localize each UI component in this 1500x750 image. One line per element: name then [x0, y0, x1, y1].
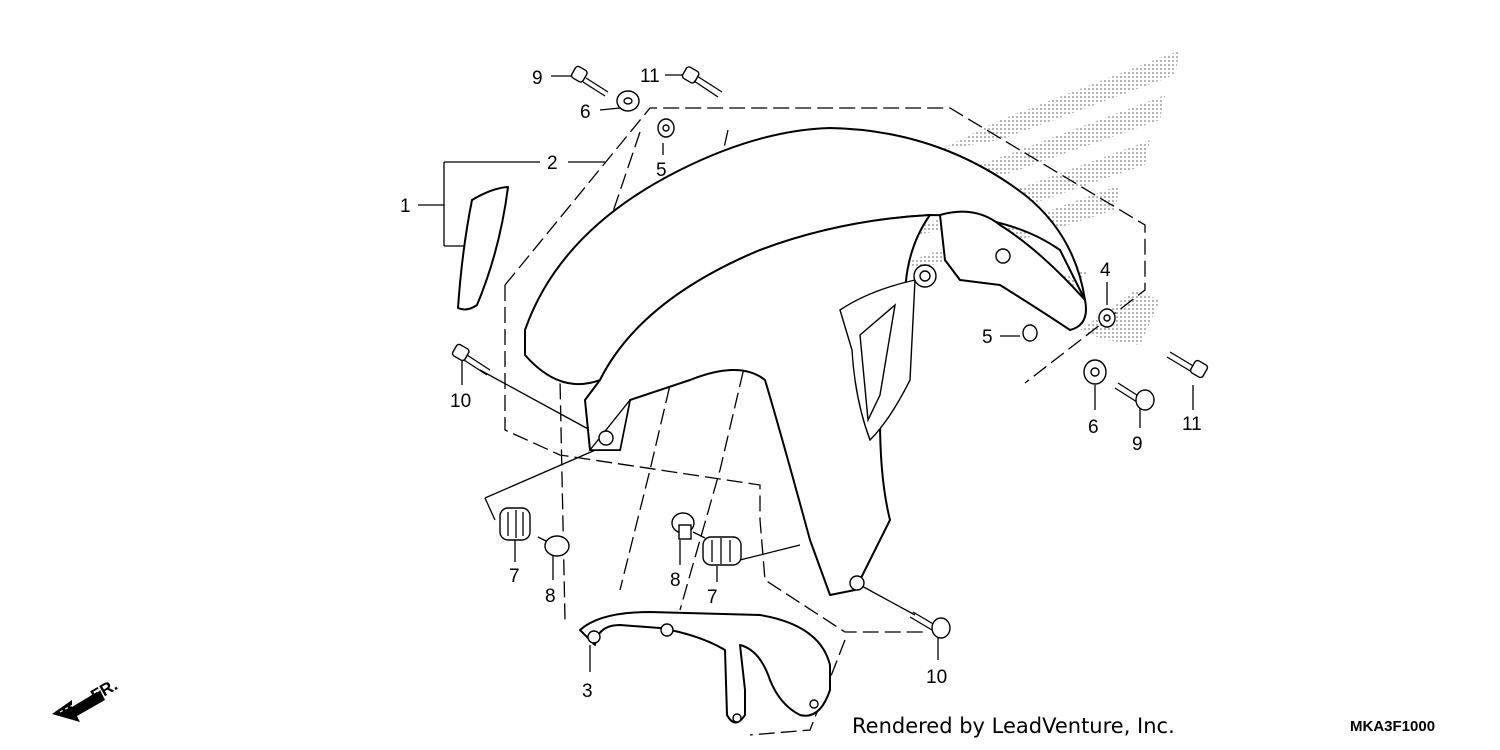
- callout-3: 3: [582, 681, 593, 702]
- washer-6-right: [1083, 359, 1107, 385]
- render-credit: Rendered by LeadVenture, Inc.: [852, 714, 1175, 738]
- grommet-7-left: [499, 507, 531, 541]
- callout-9-top: 9: [532, 68, 543, 89]
- bolt-9-left: [570, 65, 609, 97]
- front-fender: [524, 127, 1087, 596]
- assembly-outline: [504, 107, 1146, 736]
- callout-9-right: 9: [1132, 434, 1143, 455]
- callout-8-left: 8: [545, 586, 556, 607]
- leader-lines: [418, 74, 1194, 672]
- nut-5-right: [1022, 324, 1038, 342]
- nut-4-right: [1098, 308, 1116, 328]
- callout-11-top: 11: [640, 66, 660, 87]
- grommet-7-right: [702, 536, 742, 566]
- callout-7-left: 7: [509, 566, 520, 587]
- callout-6-right: 6: [1088, 417, 1099, 438]
- bolt-11-left: [681, 66, 723, 98]
- washer-6-left: [616, 90, 640, 112]
- callout-7-right: 7: [707, 587, 718, 608]
- part-3-fender-brace: [579, 611, 831, 724]
- bolt-10-right: [909, 611, 951, 639]
- callout-5-top: 5: [656, 160, 667, 181]
- collar-8-right: [671, 512, 706, 540]
- callout-4: 4: [1100, 260, 1111, 281]
- callout-labels: 1 2 3 4 5 5 6 6 7 7 8 8 9 9 10 10 11 11: [400, 66, 1202, 702]
- diagram-code: MKA3F1000: [1350, 718, 1435, 735]
- front-direction-arrow: FR.: [52, 675, 121, 722]
- callout-6-top: 6: [580, 102, 591, 123]
- callout-11-right: 11: [1182, 414, 1202, 435]
- bolt-11-right: [1166, 351, 1209, 379]
- part-1-trim-strip: [457, 186, 509, 311]
- callout-5-right: 5: [982, 327, 993, 348]
- collar-8-left: [537, 535, 570, 557]
- nut-5-left: [657, 118, 675, 138]
- callout-10-left: 10: [450, 391, 471, 412]
- callout-10-right: 10: [926, 667, 947, 688]
- callout-8-right: 8: [670, 570, 681, 591]
- callout-2: 2: [547, 153, 558, 174]
- callout-1: 1: [400, 196, 411, 217]
- bolt-9-right: [1114, 382, 1155, 411]
- bolt-10-left: [451, 343, 491, 376]
